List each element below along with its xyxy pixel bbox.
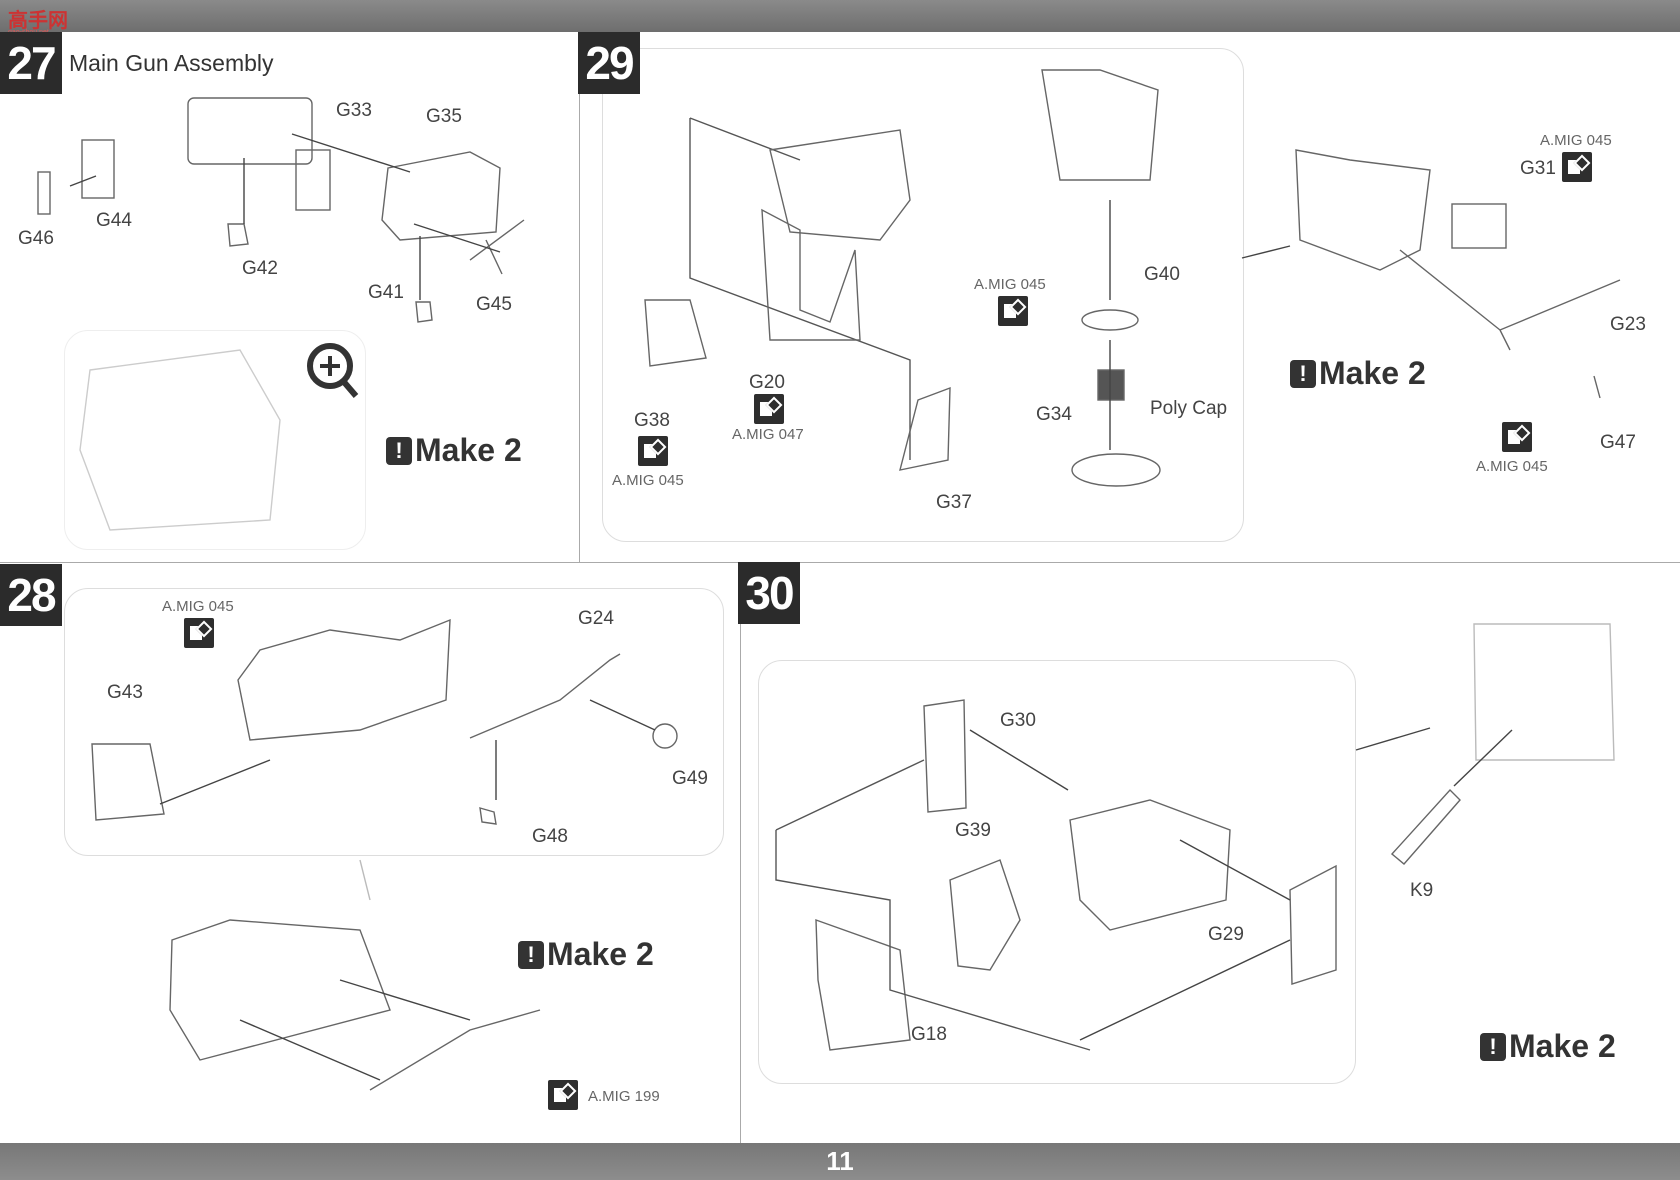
- gun-cradle-part: [381, 151, 501, 241]
- paint-code-b: A.MIG 047: [732, 426, 804, 443]
- label-g48: G48: [532, 826, 568, 847]
- g39-plate: [949, 859, 1021, 971]
- g47-pin: [1593, 375, 1601, 399]
- g18-shield: [815, 918, 911, 1051]
- step29-make-note: !Make 2: [1290, 355, 1426, 392]
- poly-cap-label: Poly Cap: [1150, 398, 1228, 419]
- step29-panel: [602, 48, 1244, 542]
- g43-shield: [91, 743, 165, 821]
- assembled-rod: [369, 1009, 541, 1091]
- k9-part: [1390, 788, 1461, 865]
- gun-block-part: [295, 149, 331, 211]
- g20-shield: [761, 208, 861, 341]
- magnify-plus-icon: [307, 343, 359, 398]
- step28-make-note: !Make 2: [518, 936, 654, 973]
- g38-bracket: [644, 299, 707, 367]
- label-g20: G20: [749, 372, 785, 393]
- paint-brush-icon: [1502, 422, 1532, 452]
- paint-code-bottom: A.MIG 199: [588, 1088, 660, 1105]
- exclamation-icon: !: [518, 940, 544, 969]
- horizontal-divider: [0, 562, 1680, 563]
- paint-brush-icon: [998, 296, 1028, 326]
- label-g42: G42: [242, 258, 278, 279]
- label-g29: G29: [1208, 924, 1244, 945]
- g45-rod: [469, 219, 525, 275]
- paint-code-e: A.MIG 045: [1476, 458, 1548, 475]
- label-g44: G44: [96, 210, 132, 231]
- label-g35: G35: [426, 106, 462, 127]
- g37-bracket: [899, 386, 951, 471]
- step30-make-note: !Make 2: [1480, 1028, 1616, 1065]
- label-g40: G40: [1144, 264, 1180, 285]
- mount-upper-part: [769, 129, 911, 241]
- paint-brush-icon: [1562, 152, 1592, 182]
- paint-code-c: A.MIG 045: [612, 472, 684, 489]
- g24-rod: [469, 653, 621, 739]
- exclamation-icon: !: [1290, 359, 1316, 388]
- label-g43: G43: [107, 682, 143, 703]
- paint-code-a: A.MIG 045: [974, 276, 1046, 293]
- gun-body-part: [237, 618, 451, 741]
- paint-brush-icon: [548, 1080, 578, 1110]
- label-g31: G31: [1520, 158, 1556, 179]
- poly-cap-part: [1097, 369, 1125, 401]
- label-g41: G41: [368, 282, 404, 303]
- paint-code-top: A.MIG 045: [162, 598, 234, 615]
- g49-knob: [652, 723, 678, 749]
- vertical-divider-top: [579, 32, 580, 562]
- assembled-mount: [1295, 149, 1431, 271]
- vertical-divider-bottom: [740, 562, 741, 1143]
- label-g34: G34: [1036, 404, 1072, 425]
- label-k9: K9: [1410, 880, 1434, 901]
- label-g46: G46: [18, 228, 54, 249]
- g30-plate: [923, 699, 967, 813]
- gun-detail-part: [79, 349, 281, 531]
- label-g23: G23: [1610, 314, 1646, 335]
- label-g37: G37: [936, 492, 972, 513]
- label-g45: G45: [476, 294, 512, 315]
- exclamation-icon: !: [1480, 1032, 1506, 1061]
- g42-part: [227, 223, 249, 247]
- g44-plate: [81, 139, 115, 199]
- exclamation-icon: !: [386, 436, 412, 465]
- label-g30: G30: [1000, 710, 1036, 731]
- label-g49: G49: [672, 768, 708, 789]
- step27-make-note: !Make 2: [386, 432, 522, 469]
- paint-brush-icon: [184, 618, 214, 648]
- gun-breech-part: [187, 97, 313, 165]
- label-g18: G18: [911, 1024, 947, 1045]
- step28-panel: [64, 588, 724, 856]
- label-g39: G39: [955, 820, 991, 841]
- g40-ring: [1081, 309, 1139, 331]
- mount-reference: [1473, 623, 1615, 761]
- g29-shield: [1289, 864, 1337, 985]
- footer-band: [0, 1143, 1680, 1180]
- header-band: [0, 0, 1680, 32]
- g48-part: [479, 807, 497, 825]
- label-g47: G47: [1600, 432, 1636, 453]
- mount-top-part: [1041, 69, 1159, 181]
- paint-code-d: A.MIG 045: [1540, 132, 1612, 149]
- g31-plate: [1451, 203, 1507, 249]
- paint-brush-icon: [754, 394, 784, 424]
- step28-number: 28: [0, 564, 62, 626]
- label-g33: G33: [336, 100, 372, 121]
- step29-number: 29: [578, 32, 640, 94]
- step30-number: 30: [738, 562, 800, 624]
- g23-handwheel: [1399, 249, 1621, 351]
- step30-panel: [758, 660, 1356, 1084]
- step27-title: Main Gun Assembly: [69, 50, 274, 76]
- step27-detail-panel: [64, 330, 366, 550]
- paint-brush-icon: [638, 436, 668, 466]
- label-g38: G38: [634, 410, 670, 431]
- g46-pin: [37, 171, 51, 215]
- g41-part: [415, 301, 433, 323]
- g34-base: [1071, 453, 1161, 487]
- page-number: 11: [826, 1146, 854, 1176]
- gun-assembled-part: [169, 919, 391, 1061]
- mount-center: [1069, 799, 1231, 931]
- label-g24: G24: [578, 608, 614, 629]
- step27-number: 27: [0, 32, 62, 94]
